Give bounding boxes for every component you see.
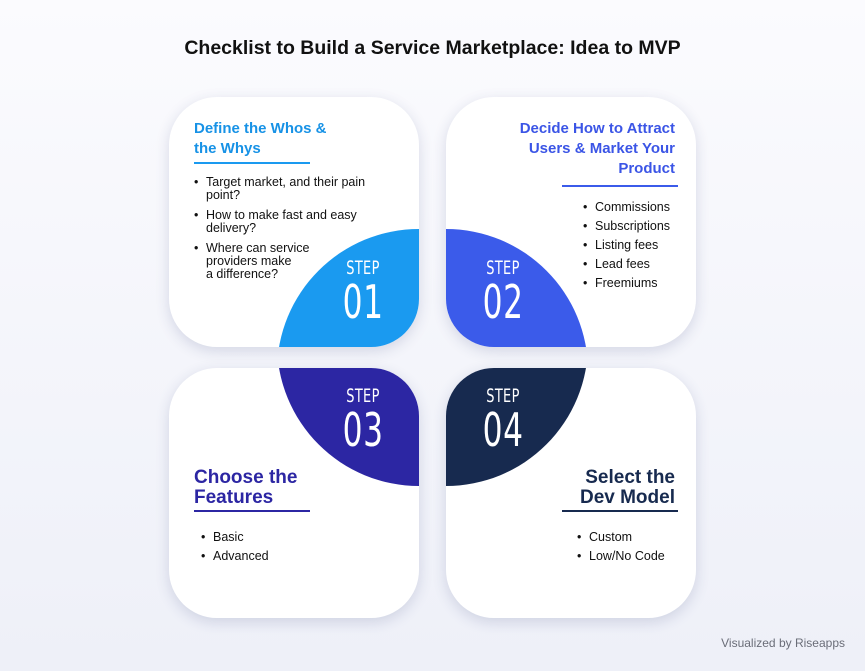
step-number: 03 (342, 403, 384, 457)
list-item: Low/No Code (577, 547, 665, 566)
list-item-line: providers make (206, 254, 292, 268)
heading-line: Define the Whos & (194, 120, 327, 137)
attribution-brand: Riseapps (794, 636, 845, 650)
list-item: Commissions (583, 198, 670, 217)
step-heading: Decide How to Attract Users & Market You… (520, 119, 675, 179)
list-item-line: delivery? (206, 221, 257, 235)
heading-line: Decide How to Attract (519, 120, 675, 137)
step-checklist: Target market, and their pain point? How… (194, 176, 394, 288)
step-number: 01 (342, 275, 384, 329)
step-number: 04 (482, 403, 524, 457)
step-label: STEP (486, 385, 520, 407)
step-number: 02 (482, 275, 524, 329)
list-item-line: a difference? (206, 267, 279, 281)
heading-line: Dev Model (579, 487, 675, 508)
list-item-line: Where can service (206, 241, 310, 255)
heading-line: Users & Market Your (528, 140, 675, 157)
step-card-02: STEP 02 Decide How to Attract Users & Ma… (446, 97, 696, 347)
step-checklist: Basic Advanced (201, 528, 269, 566)
heading-underline (562, 185, 678, 187)
list-item-line: How to make fast and easy (206, 208, 357, 222)
step-heading: Select the Dev Model (580, 468, 675, 508)
step-card-04: STEP 04 Select the Dev Model Custom Low/… (446, 368, 696, 618)
list-item: Subscriptions (583, 217, 670, 236)
list-item-line: point? (206, 188, 241, 202)
step-label: STEP (486, 257, 520, 279)
step-card-01: STEP 01 Define the Whos & the Whys Targe… (169, 97, 419, 347)
list-item: Freemiums (583, 274, 670, 293)
list-item: Advanced (201, 547, 269, 566)
list-item: Where can service providers make a diffe… (194, 242, 394, 281)
heading-line: the Whys (194, 140, 261, 157)
step-checklist: Custom Low/No Code (577, 528, 665, 566)
step-card-03: STEP 03 Choose the Features Basic Advanc… (169, 368, 419, 618)
list-item: Target market, and their pain point? (194, 176, 394, 202)
heading-line: Choose the (194, 467, 298, 488)
heading-underline (562, 510, 678, 512)
list-item: Listing fees (583, 236, 670, 255)
page-title: Checklist to Build a Service Marketplace… (184, 37, 681, 59)
heading-line: Product (618, 160, 675, 177)
step-label: STEP (346, 385, 380, 407)
attribution: Visualized by Riseapps (721, 636, 845, 650)
list-item: How to make fast and easy delivery? (194, 209, 394, 235)
list-item-line: Target market, and their pain (206, 175, 366, 189)
step-heading: Define the Whos & the Whys (194, 119, 327, 159)
heading-line: Features (194, 487, 274, 508)
attribution-prefix: Visualized by (721, 636, 792, 650)
step-checklist: Commissions Subscriptions Listing fees L… (583, 198, 670, 293)
heading-underline (194, 510, 310, 512)
step-heading: Choose the Features (194, 468, 297, 508)
heading-line: Select the (585, 467, 675, 488)
heading-underline (194, 162, 310, 164)
list-item: Custom (577, 528, 665, 547)
list-item: Basic (201, 528, 269, 547)
list-item: Lead fees (583, 255, 670, 274)
